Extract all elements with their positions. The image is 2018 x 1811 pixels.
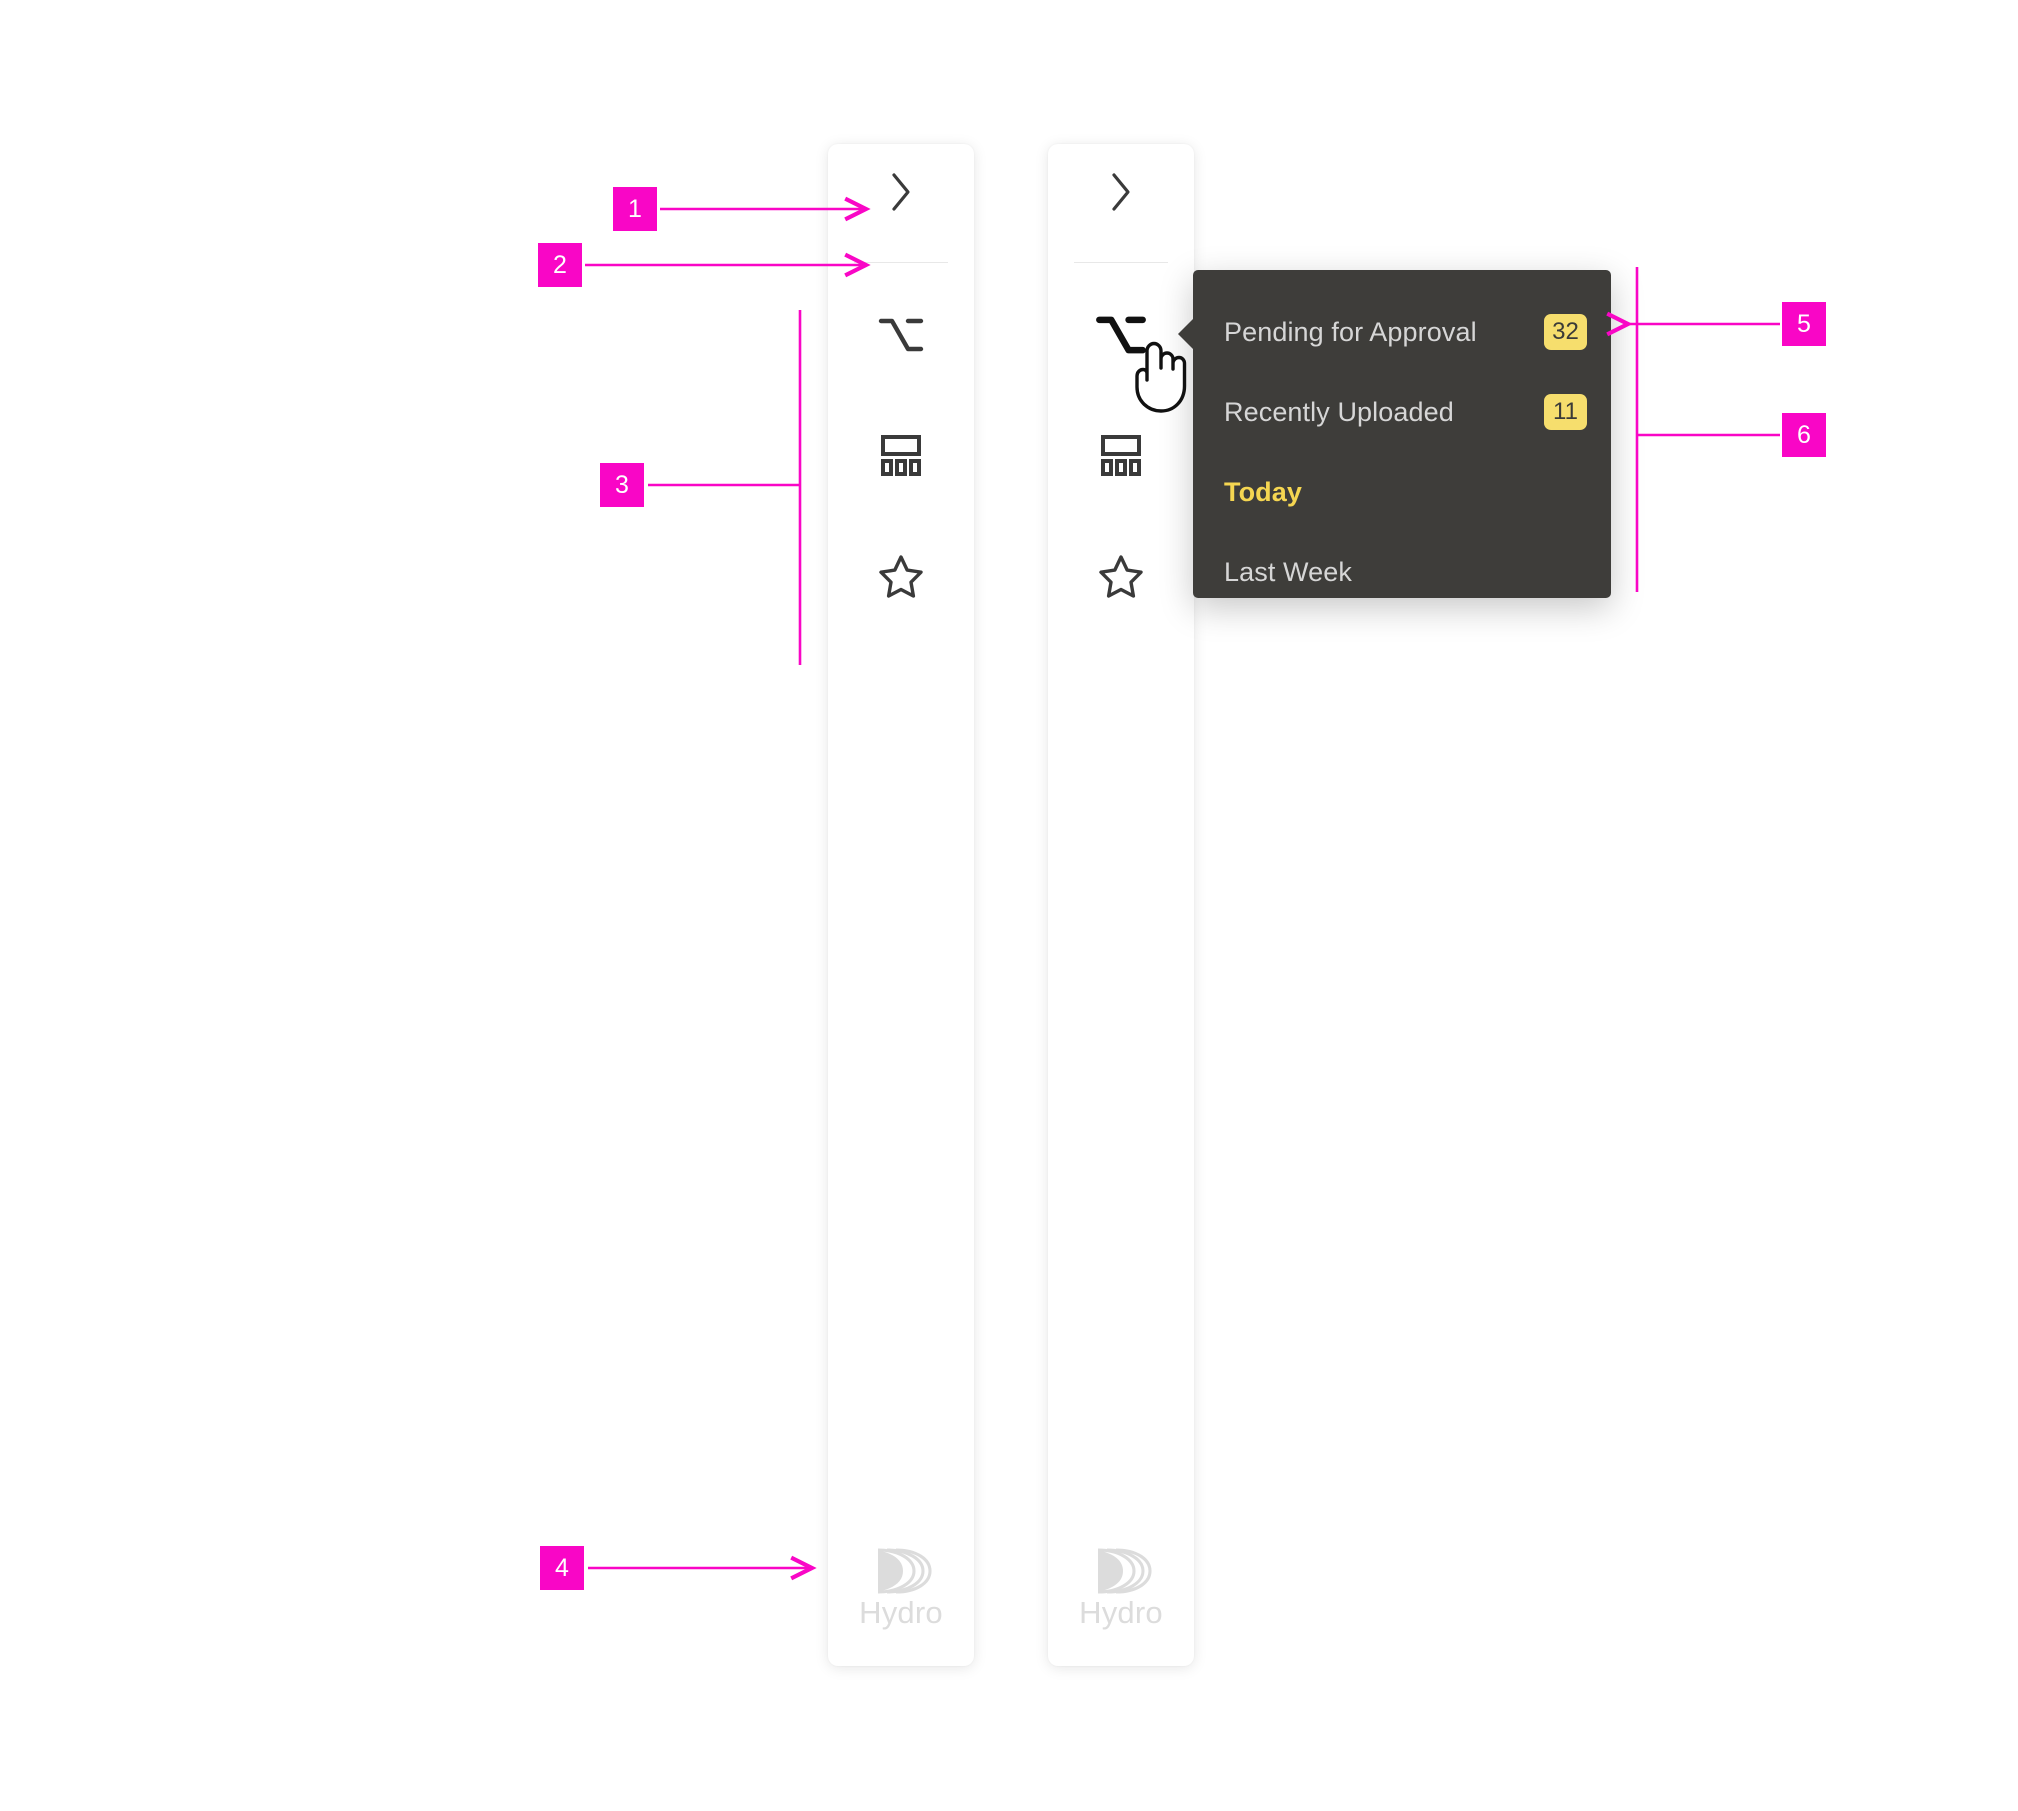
annotation-marker-6: 6 (1782, 413, 1826, 457)
menu-item-today[interactable]: Today (1193, 452, 1611, 532)
option-key-icon (1096, 316, 1146, 354)
annotation-marker-2: 2 (538, 243, 582, 287)
status-badge: 11 (1544, 394, 1587, 430)
dashboard-layout-icon (881, 435, 921, 476)
sidebar-divider (854, 262, 948, 263)
flyout-menu: Pending for Approval 32 Recently Uploade… (1178, 270, 1611, 598)
annotation-marker-3: 3 (600, 463, 644, 507)
menu-item-label: Today (1224, 476, 1303, 507)
sidebar-top-section (1048, 144, 1194, 635)
hydro-waves-icon (1097, 1548, 1152, 1594)
hydro-logo: Hydro (828, 1547, 974, 1628)
sidebar-item-option-key-active[interactable] (1048, 275, 1194, 395)
sidebar-spacer (1048, 263, 1194, 275)
chevron-right-icon (892, 173, 910, 211)
sidebar-top-section (828, 144, 974, 635)
star-outline-icon (879, 554, 923, 598)
hydro-logo-text: Hydro (1079, 1595, 1163, 1630)
hydro-logo: Hydro (1048, 1547, 1194, 1628)
sidebar-spacer (828, 263, 974, 275)
sidebar-item-option-key[interactable] (828, 275, 974, 395)
chevron-right-icon (1112, 173, 1130, 211)
annotation-marker-1: 1 (613, 187, 657, 231)
menu-item-label: Pending for Approval (1224, 316, 1477, 347)
dashboard-layout-icon (1101, 435, 1141, 476)
menu-item-label: Last Week (1224, 556, 1352, 587)
sidebar-item-dashboard-layout[interactable] (1048, 395, 1194, 515)
sidebar-panel-collapsed: Hydro (828, 144, 974, 1666)
menu-item-recently-uploaded[interactable]: Recently Uploaded 11 (1193, 372, 1611, 452)
sidebar-divider (1074, 262, 1168, 263)
star-outline-icon (1099, 554, 1143, 598)
sidebar-item-dashboard-layout[interactable] (828, 395, 974, 515)
menu-item-pending-for-approval[interactable]: Pending for Approval 32 (1193, 292, 1611, 372)
annotation-marker-4: 4 (540, 1546, 584, 1590)
menu-item-last-week[interactable]: Last Week (1193, 532, 1611, 612)
flyout-menu-list: Pending for Approval 32 Recently Uploade… (1193, 270, 1611, 612)
sidebar-item-favorites[interactable] (828, 515, 974, 635)
sidebar-item-favorites[interactable] (1048, 515, 1194, 635)
hydro-logo-text: Hydro (859, 1595, 943, 1630)
flyout-arrow-notch (1178, 318, 1194, 350)
menu-item-label: Recently Uploaded (1224, 396, 1454, 427)
status-badge: 32 (1544, 314, 1587, 350)
expand-chevron-button[interactable] (828, 144, 974, 240)
sidebar-panel-hover: Hydro (1048, 144, 1194, 1666)
option-key-icon (878, 318, 924, 352)
expand-chevron-button[interactable] (1048, 144, 1194, 240)
hydro-waves-icon (877, 1548, 932, 1594)
annotation-marker-5: 5 (1782, 302, 1826, 346)
